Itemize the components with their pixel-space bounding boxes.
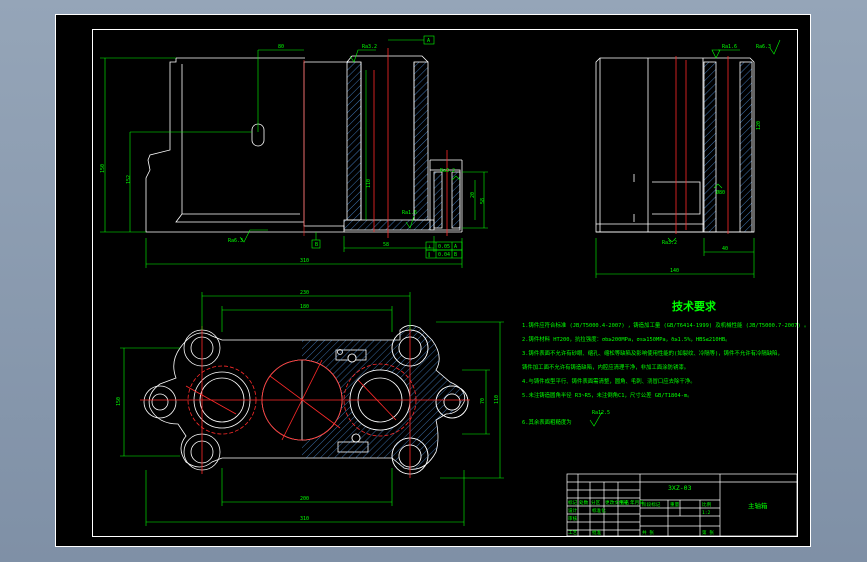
bore-wall-right — [413, 61, 429, 221]
roughness-symbol — [589, 411, 603, 427]
dim-bottom-width: 310 — [300, 258, 309, 264]
title-block-text: 3XZ-03 主轴箱 标记处数分区更改文件号签名年月日设计 标准化 阶段标记 重量 比例… — [568, 484, 768, 536]
roughness-top-mid: Ra3.2 — [362, 44, 377, 50]
plan-dim-right-height: 110 — [494, 395, 500, 404]
plan-dim-bottom-overall: 310 — [300, 516, 309, 522]
side-view — [595, 57, 755, 233]
tech-item-4: 4.与铸件成型平行、铸件表面需清整，圆角、毛刺、浇冒口应去除干净。 — [522, 377, 696, 385]
title-block-cell: 第 张 — [702, 529, 714, 536]
side-view-dimensions — [595, 39, 781, 278]
dim-height-left: 150 — [100, 164, 106, 173]
title-block-cell: 重量 — [670, 501, 680, 508]
side-dim-wall: 40 — [722, 246, 728, 252]
side-dim-bore: Ø80 — [716, 189, 725, 196]
dim-inner-right: 58 — [383, 242, 389, 248]
tolerance-cell: B — [454, 252, 457, 258]
front-view-outline — [145, 58, 350, 233]
technical-requirements: 技术要求 1.铸件应符合标准 (JB/T5000.4-2007) ，铸造加工量 … — [522, 299, 809, 427]
title-block-cell: 审核 — [568, 515, 578, 522]
side-dim-height: 120 — [756, 121, 762, 130]
tech-requirements-title: 技术要求 — [672, 299, 717, 313]
title-block-cells: 标记处数分区更改文件号签名年月日设计 标准化 阶段标记 重量 比例审核 1:2 工艺 批准 共 … — [568, 499, 714, 536]
plan-dim-bottom-inner: 200 — [300, 496, 309, 502]
side-roughness-top: Ra1.6 — [722, 44, 737, 50]
side-wall-left — [703, 61, 717, 233]
plan-dim-top-overall: 230 — [300, 290, 309, 296]
tolerance-cell: ⊥ — [428, 244, 431, 250]
title-block-cell: 1:2 — [702, 510, 711, 516]
plan-view-dim-text: 230 180 310 200 150 110 70 — [116, 290, 500, 522]
side-wall-right — [739, 61, 753, 233]
side-roughness-corner: Ra6.3 — [756, 44, 771, 50]
front-view-dimensions — [100, 35, 488, 268]
front-view-centerlines — [303, 48, 448, 238]
tech-item-1: 1.铸件应符合标准 (JB/T5000.4-2007) ，铸造加工量 (GB/T… — [522, 321, 809, 329]
roughness-mid-bore: Ra1.6 — [402, 210, 417, 216]
tolerance-cell: 0.05 — [438, 244, 450, 250]
title-block-cell: 处数 — [579, 499, 589, 506]
plan-dim-top-inner: 180 — [300, 304, 309, 310]
title-block-cell: 批准 — [592, 529, 602, 536]
side-view-dim-text: 140 40 Ra1.6 Ra3.2 Ra6.3 Ø80 120 — [662, 44, 771, 274]
title-block — [566, 473, 798, 537]
title-block-cell: 标准化 — [592, 507, 606, 514]
boss-left — [143, 385, 177, 419]
paper-background — [55, 14, 811, 547]
drawing-number: 3XZ-03 — [668, 484, 692, 492]
dim-bore-height: 110 — [366, 179, 372, 188]
dim-top-width: 80 — [278, 44, 284, 50]
datum-b: B — [315, 242, 318, 248]
tech-item-3b: 铸件加工面不允许有铸造缺陷，内腔应清理干净，非加工面涂防锈漆。 — [522, 363, 689, 371]
tolerance-cell: ∥ — [428, 252, 431, 258]
tech-item-5: 5.未注铸造圆角半径 R3~R5，未注倒角C1，尺寸公差 GB/T1804-m。 — [522, 391, 693, 399]
roughness-left-bottom: Ra6.3 — [228, 238, 243, 244]
tech-item-3: 3.铸件表面不允许有砂眼、缩孔、缩松等缺陷及影响使用性能的(如裂纹、冷隔等)，铸… — [522, 349, 783, 357]
tolerance-cell: A — [454, 244, 457, 250]
tolerance-frame: ⊥ 0.05 A ∥ 0.04 B — [428, 244, 457, 258]
front-view-dim-text: 80 150 152 310 110 58 58 20 Ra6.3 Ra3.2 … — [100, 38, 486, 264]
dim-left-wall: 152 — [126, 175, 132, 184]
tolerance-cell: 0.04 — [438, 252, 450, 258]
side-view-centerlines — [675, 56, 729, 234]
side-roughness-bottom: Ra3.2 — [662, 240, 677, 246]
title-block-cell: 共 张 — [642, 529, 654, 536]
tech-item-6: 6.其余表面粗糙度为 — [522, 418, 572, 426]
sheet-frame — [92, 29, 798, 537]
plan-dim-left-height: 150 — [116, 397, 122, 406]
tech-item-6-roughness: Ra12.5 — [592, 410, 610, 416]
title-block-cell: 更改文件号 — [605, 499, 628, 506]
front-view — [145, 55, 463, 233]
side-dim-bottom-width: 140 — [670, 268, 679, 274]
tech-item-2: 2.铸件材料 HT200，抗拉强度：σb≥200MPa，σs≥150MPa，δ≥… — [522, 335, 731, 343]
title-block-cell: 标记 — [568, 499, 578, 506]
title-block-cell: 分区 — [591, 499, 601, 506]
bore-wall-left — [346, 61, 362, 221]
title-block-cell: 签名 — [620, 499, 629, 506]
roughness-side: Ra3.2 — [440, 168, 455, 174]
plan-view-centerlines — [140, 326, 470, 478]
title-block-cell: 年月日 — [630, 499, 644, 506]
bottom-flange — [343, 219, 435, 231]
dim-small-right: 58 — [480, 198, 486, 204]
dim-hole-label: 20 — [470, 192, 476, 198]
datum-a: A — [427, 38, 430, 44]
title-block-cell: 阶段标记 — [642, 501, 661, 508]
title-block-cell: 比例 — [702, 501, 712, 508]
plan-dim-right-small: 70 — [480, 398, 486, 404]
title-block-cell: 设计 — [568, 507, 578, 514]
plan-view-dimensions — [120, 292, 504, 526]
sheet-outer-border — [55, 14, 811, 547]
part-name: 主轴箱 — [748, 501, 768, 510]
title-block-cell: 工艺 — [568, 530, 578, 536]
